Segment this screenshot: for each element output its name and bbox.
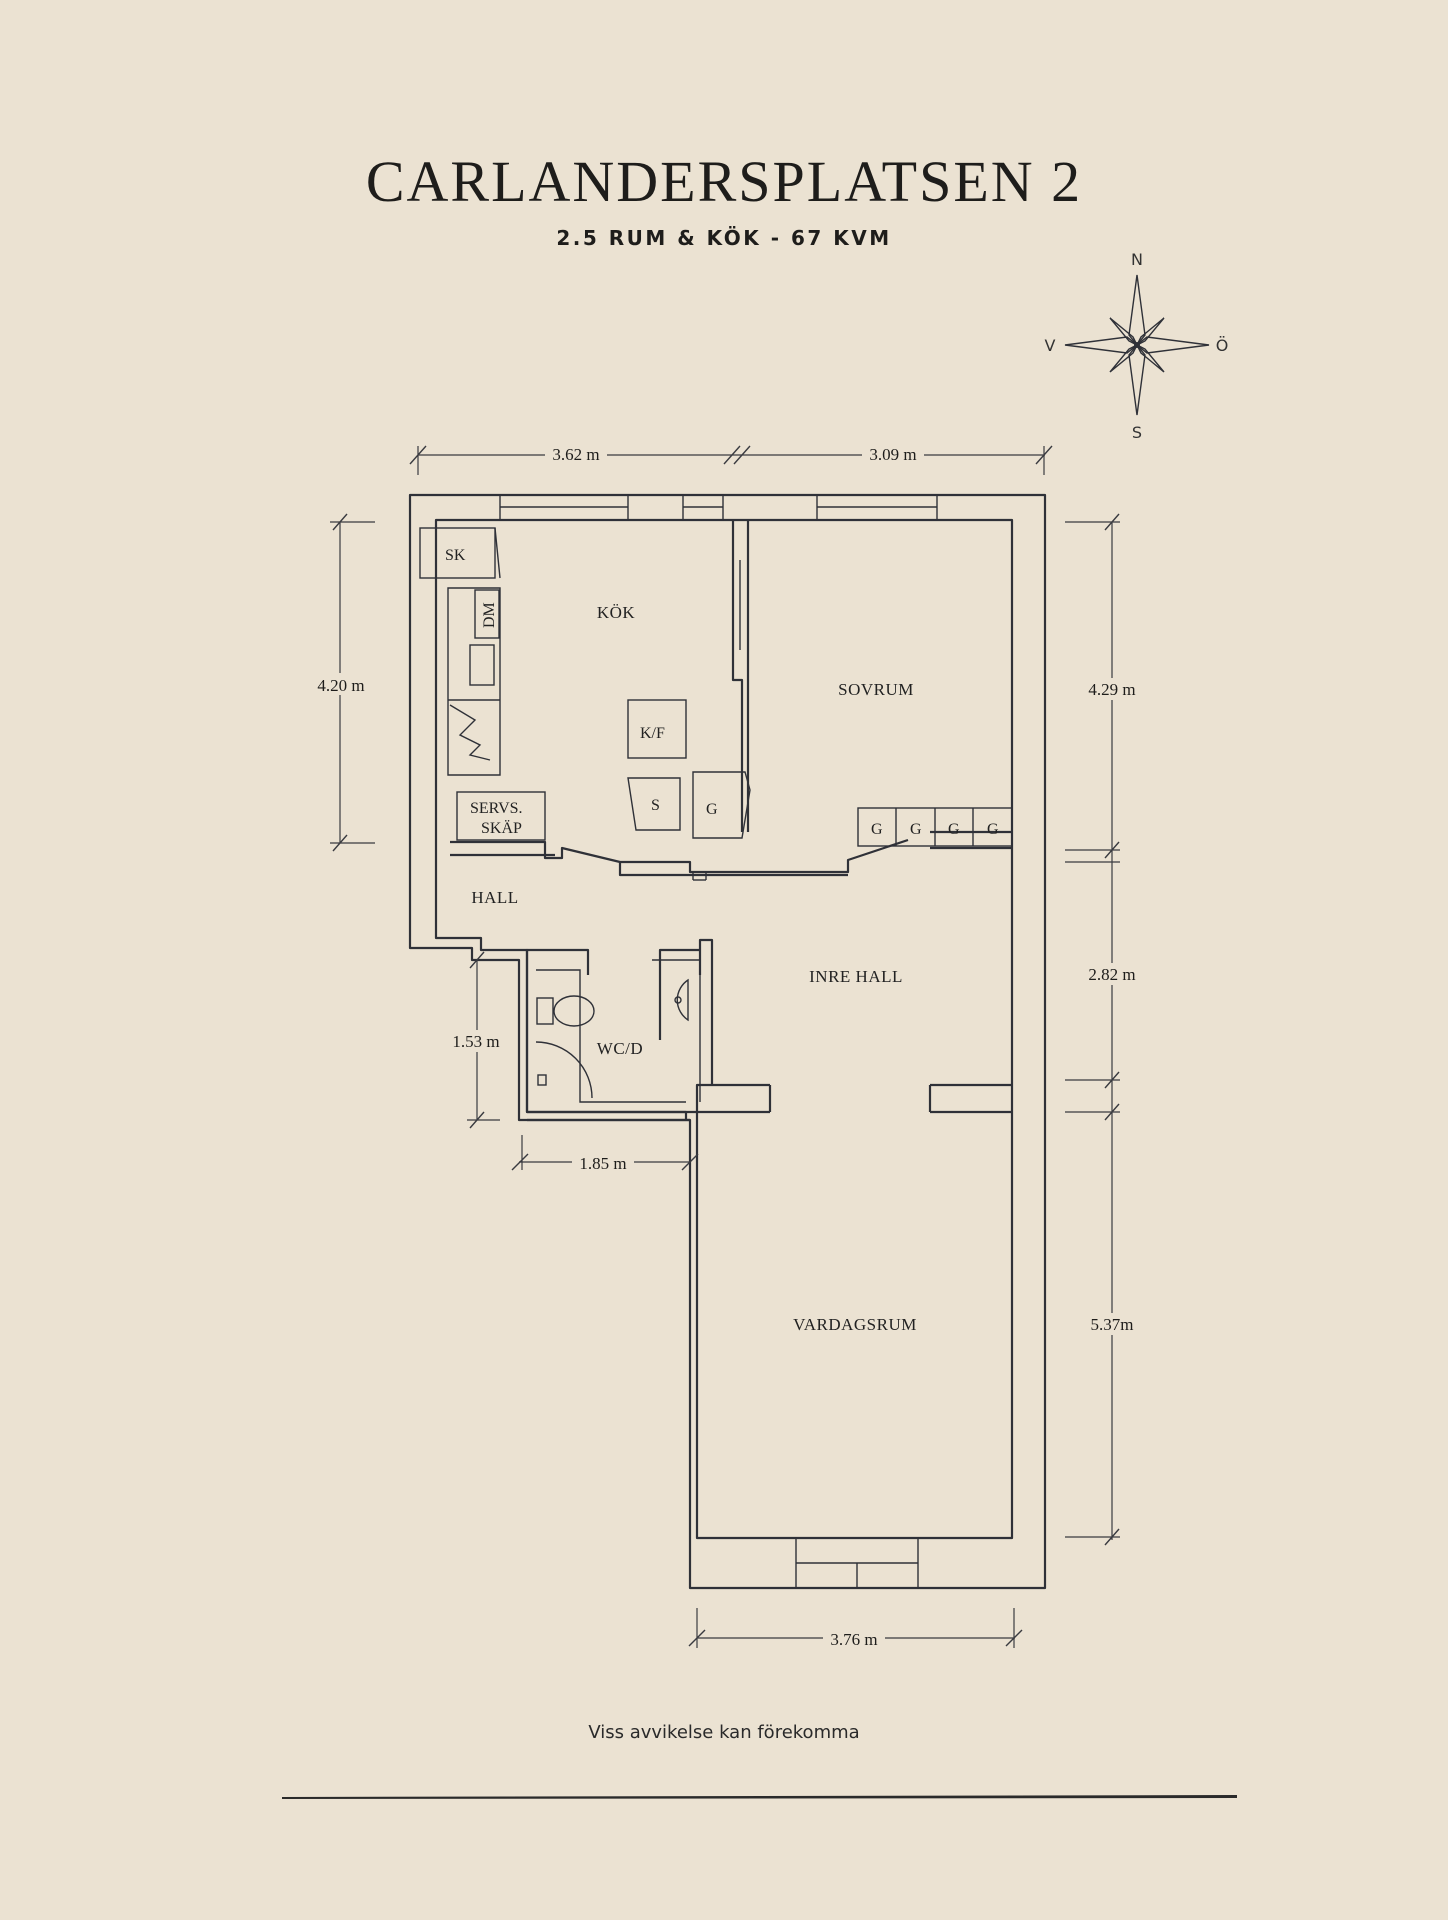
dim-left-kitchen: 4.20 m bbox=[317, 676, 364, 695]
inner-wall-line bbox=[434, 518, 1014, 1540]
bathroom-walls bbox=[525, 938, 770, 1122]
dim-left-bathroom: 1.53 m bbox=[452, 1032, 499, 1051]
top-windows bbox=[499, 494, 938, 521]
service-cabinet-label-1: SERVS. bbox=[470, 800, 523, 817]
compass-east-label: Ö bbox=[1216, 336, 1229, 355]
compass-north-label: N bbox=[1131, 250, 1143, 269]
footer-note: Viss avvikelse kan förekomma bbox=[588, 1722, 860, 1743]
dishwasher bbox=[474, 589, 500, 639]
dim-top-left: 3.62 m bbox=[552, 445, 599, 464]
toilet-icon bbox=[536, 995, 595, 1027]
wardrobe-g-3: G bbox=[948, 821, 960, 838]
kitchen-counter bbox=[447, 587, 501, 776]
shower-head-icon bbox=[537, 1074, 547, 1086]
service-cabinet-label-2: SKÄP bbox=[481, 819, 522, 837]
kitchen-cupboard bbox=[692, 771, 751, 839]
fridge-freezer bbox=[627, 699, 687, 759]
room-bathroom-label: WC/D bbox=[597, 1039, 643, 1058]
room-kitchen-label: KÖK bbox=[597, 603, 636, 622]
kitchen-g-label: G bbox=[706, 801, 718, 818]
compass-west-label: V bbox=[1045, 336, 1056, 355]
room-living-room-label: VARDAGSRUM bbox=[793, 1315, 917, 1334]
dm-label: DM bbox=[481, 602, 498, 628]
outer-wall bbox=[408, 493, 1047, 1590]
stove bbox=[627, 777, 681, 831]
sk-cabinet bbox=[419, 527, 496, 579]
page-subtitle: 2.5 RUM & KÖK - 67 KVM bbox=[556, 226, 892, 250]
compass-rose-icon bbox=[1064, 274, 1210, 416]
dim-top-right: 3.09 m bbox=[869, 445, 916, 464]
sink-label: S bbox=[651, 797, 660, 814]
kf-label: K/F bbox=[640, 725, 665, 742]
wardrobe-g-1: G bbox=[871, 821, 883, 838]
footer-rule bbox=[282, 1795, 1237, 1799]
dim-bathroom-width: 1.85 m bbox=[579, 1154, 626, 1173]
shower-curve bbox=[535, 1041, 593, 1099]
stairs-icon bbox=[449, 704, 491, 761]
washbasin-icon bbox=[674, 978, 689, 1022]
kitchen-hall-wall bbox=[450, 830, 1012, 877]
page-title: CARLANDERSPLATSEN 2 bbox=[365, 149, 1083, 214]
dim-bottom-living: 3.76 m bbox=[830, 1630, 877, 1649]
wardrobe-g-4: G bbox=[987, 821, 999, 838]
bathroom-inner-wall bbox=[536, 959, 701, 1103]
sk-label: SK bbox=[445, 547, 466, 564]
room-bedroom-label: SOVRUM bbox=[838, 680, 914, 699]
dim-right-living: 5.37m bbox=[1091, 1315, 1134, 1334]
service-cabinet bbox=[456, 791, 546, 841]
counter-insert bbox=[469, 644, 495, 686]
wardrobes bbox=[857, 807, 1013, 847]
dim-right-bedroom: 4.29 m bbox=[1088, 680, 1135, 699]
wardrobe-g-2: G bbox=[910, 821, 922, 838]
bottom-window bbox=[795, 1537, 919, 1589]
room-hall-label: HALL bbox=[471, 888, 518, 907]
room-inner-hall-label: INRE HALL bbox=[809, 967, 903, 986]
compass-south-label: S bbox=[1132, 423, 1142, 442]
dim-right-inner-hall: 2.82 m bbox=[1088, 965, 1135, 984]
